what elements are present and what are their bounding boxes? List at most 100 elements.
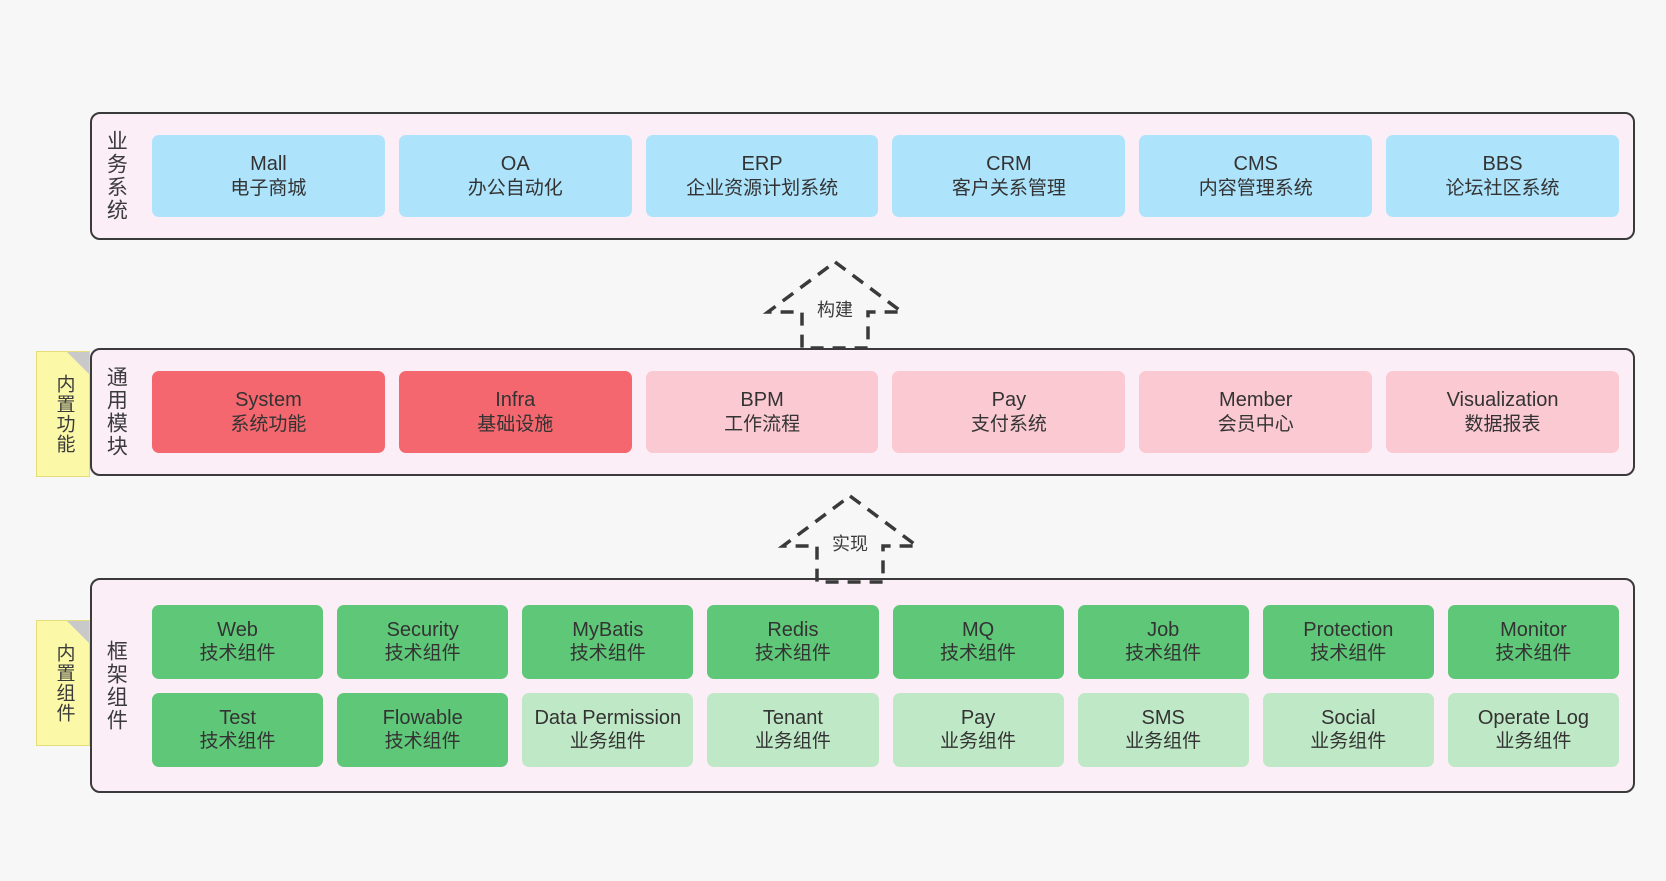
common-module-card-row: System 系统功能 Infra 基础设施 BPM 工作流程 Pay 支付系统… — [152, 371, 1619, 453]
card-flowable[interactable]: Flowable 技术组件 — [337, 692, 509, 767]
card-protection-name: Protection — [1303, 618, 1394, 641]
card-social-name: Social — [1321, 706, 1376, 729]
card-oa-name: OA — [500, 153, 530, 176]
card-pay-component-name: Pay — [960, 706, 996, 729]
card-job[interactable]: Job 技术组件 — [1077, 604, 1249, 679]
card-visualization[interactable]: Visualization 数据报表 — [1386, 371, 1619, 453]
card-monitor-name: Monitor — [1500, 618, 1567, 641]
card-social[interactable]: Social 业务组件 — [1262, 692, 1434, 767]
card-infra-desc: 基础设施 — [477, 413, 554, 435]
card-tenant-desc: 业务组件 — [754, 731, 831, 753]
card-crm[interactable]: CRM 客户关系管理 — [892, 135, 1126, 217]
card-tenant[interactable]: Tenant 业务组件 — [707, 692, 879, 767]
card-pay-module-name: Pay — [991, 389, 1027, 412]
card-operate-log-name: Operate Log — [1477, 706, 1590, 729]
card-tenant-name: Tenant — [762, 706, 823, 729]
card-bbs-desc: 论坛社区系统 — [1445, 177, 1560, 199]
card-member-name: Member — [1219, 389, 1293, 412]
card-pay-component[interactable]: Pay 业务组件 — [892, 692, 1064, 767]
card-visualization-desc: 数据报表 — [1464, 413, 1541, 435]
card-system[interactable]: System 系统功能 — [152, 371, 385, 453]
card-cms[interactable]: CMS 内容管理系统 — [1139, 135, 1373, 217]
card-member[interactable]: Member 会员中心 — [1139, 371, 1373, 453]
card-mq[interactable]: MQ 技术组件 — [892, 604, 1064, 679]
card-mall-name: Mall — [250, 153, 287, 176]
framework-component-rows: Web 技术组件 Security 技术组件 MyBatis 技术组件 Redi… — [152, 591, 1619, 781]
layer-body-business-system: Mall 电子商城 OA 办公自动化 ERP 企业资源计划系统 CRM 客户关系… — [138, 114, 1633, 238]
layer-title-common-module: 通用模块 — [104, 366, 128, 458]
card-job-name: Job — [1147, 618, 1180, 641]
card-cms-name: CMS — [1233, 153, 1278, 176]
card-web-desc: 技术组件 — [199, 643, 276, 665]
card-erp-desc: 企业资源计划系统 — [686, 177, 839, 199]
card-mq-desc: 技术组件 — [940, 643, 1017, 665]
card-system-name: System — [235, 389, 302, 412]
card-sms-name: SMS — [1141, 706, 1185, 729]
layer-title-business-system: 业务系统 — [104, 130, 128, 222]
card-security-desc: 技术组件 — [384, 643, 461, 665]
card-bpm-desc: 工作流程 — [724, 413, 801, 435]
layer-common-module: 通用模块 System 系统功能 Infra 基础设施 BPM 工作流程 Pay… — [90, 348, 1635, 476]
card-erp-name: ERP — [741, 153, 783, 176]
card-crm-name: CRM — [986, 153, 1032, 176]
card-flowable-name: Flowable — [382, 706, 463, 729]
card-infra-name: Infra — [495, 389, 536, 412]
note-fold-corner-icon — [67, 352, 89, 374]
card-mybatis-name: MyBatis — [572, 618, 644, 641]
card-web[interactable]: Web 技术组件 — [152, 604, 324, 679]
connector-implement: 实现 — [775, 490, 925, 586]
card-bpm[interactable]: BPM 工作流程 — [645, 371, 879, 453]
note-builtin-component-label: 内置组件 — [53, 643, 75, 723]
card-mq-name: MQ — [961, 618, 995, 641]
card-test[interactable]: Test 技术组件 — [152, 692, 324, 767]
card-oa[interactable]: OA 办公自动化 — [398, 135, 632, 217]
card-protection-desc: 技术组件 — [1310, 643, 1387, 665]
card-job-desc: 技术组件 — [1125, 643, 1202, 665]
card-security-name: Security — [386, 618, 459, 641]
note-builtin-component: 内置组件 — [36, 620, 90, 746]
layer-business-system: 业务系统 Mall 电子商城 OA 办公自动化 ERP 企业资源计划系统 CRM… — [90, 112, 1635, 240]
card-redis-desc: 技术组件 — [754, 643, 831, 665]
card-member-desc: 会员中心 — [1217, 413, 1294, 435]
card-pay-module-desc: 支付系统 — [970, 413, 1047, 435]
card-redis-name: Redis — [767, 618, 819, 641]
card-mall[interactable]: Mall 电子商城 — [152, 135, 385, 217]
card-cms-desc: 内容管理系统 — [1198, 177, 1313, 199]
card-monitor-desc: 技术组件 — [1495, 643, 1572, 665]
card-sms-desc: 业务组件 — [1125, 731, 1202, 753]
note-builtin-function-label: 内置功能 — [53, 374, 75, 454]
card-social-desc: 业务组件 — [1310, 731, 1387, 753]
card-bpm-name: BPM — [740, 389, 784, 412]
card-infra[interactable]: Infra 基础设施 — [398, 371, 632, 453]
card-pay-module[interactable]: Pay 支付系统 — [892, 371, 1126, 453]
card-operate-log-desc: 业务组件 — [1495, 731, 1572, 753]
card-test-desc: 技术组件 — [199, 731, 276, 753]
layer-title-framework-component: 框架组件 — [104, 639, 128, 732]
connector-build: 构建 — [760, 256, 910, 352]
card-visualization-name: Visualization — [1446, 389, 1559, 412]
card-redis[interactable]: Redis 技术组件 — [707, 604, 879, 679]
card-system-desc: 系统功能 — [230, 413, 307, 435]
card-pay-component-desc: 业务组件 — [940, 731, 1017, 753]
card-monitor[interactable]: Monitor 技术组件 — [1447, 604, 1619, 679]
card-protection[interactable]: Protection 技术组件 — [1262, 604, 1434, 679]
card-sms[interactable]: SMS 业务组件 — [1077, 692, 1249, 767]
card-data-permission[interactable]: Data Permission 业务组件 — [522, 692, 694, 767]
card-mybatis-desc: 技术组件 — [569, 643, 646, 665]
card-erp[interactable]: ERP 企业资源计划系统 — [645, 135, 879, 217]
connector-implement-label: 实现 — [831, 530, 869, 556]
card-crm-desc: 客户关系管理 — [951, 177, 1066, 199]
card-mybatis[interactable]: MyBatis 技术组件 — [522, 604, 694, 679]
connector-build-label: 构建 — [816, 296, 854, 322]
card-oa-desc: 办公自动化 — [467, 177, 563, 199]
layer-body-framework-component: Web 技术组件 Security 技术组件 MyBatis 技术组件 Redi… — [138, 580, 1633, 791]
note-fold-corner-icon — [67, 621, 89, 643]
layer-body-common-module: System 系统功能 Infra 基础设施 BPM 工作流程 Pay 支付系统… — [138, 350, 1633, 474]
card-mall-desc: 电子商城 — [230, 177, 307, 199]
card-web-name: Web — [217, 618, 258, 641]
card-bbs[interactable]: BBS 论坛社区系统 — [1386, 135, 1619, 217]
card-security[interactable]: Security 技术组件 — [337, 604, 509, 679]
card-test-name: Test — [219, 706, 256, 729]
layer-framework-component: 框架组件 Web 技术组件 Security 技术组件 MyBatis 技术组件… — [90, 578, 1635, 793]
card-operate-log[interactable]: Operate Log 业务组件 — [1447, 692, 1619, 767]
